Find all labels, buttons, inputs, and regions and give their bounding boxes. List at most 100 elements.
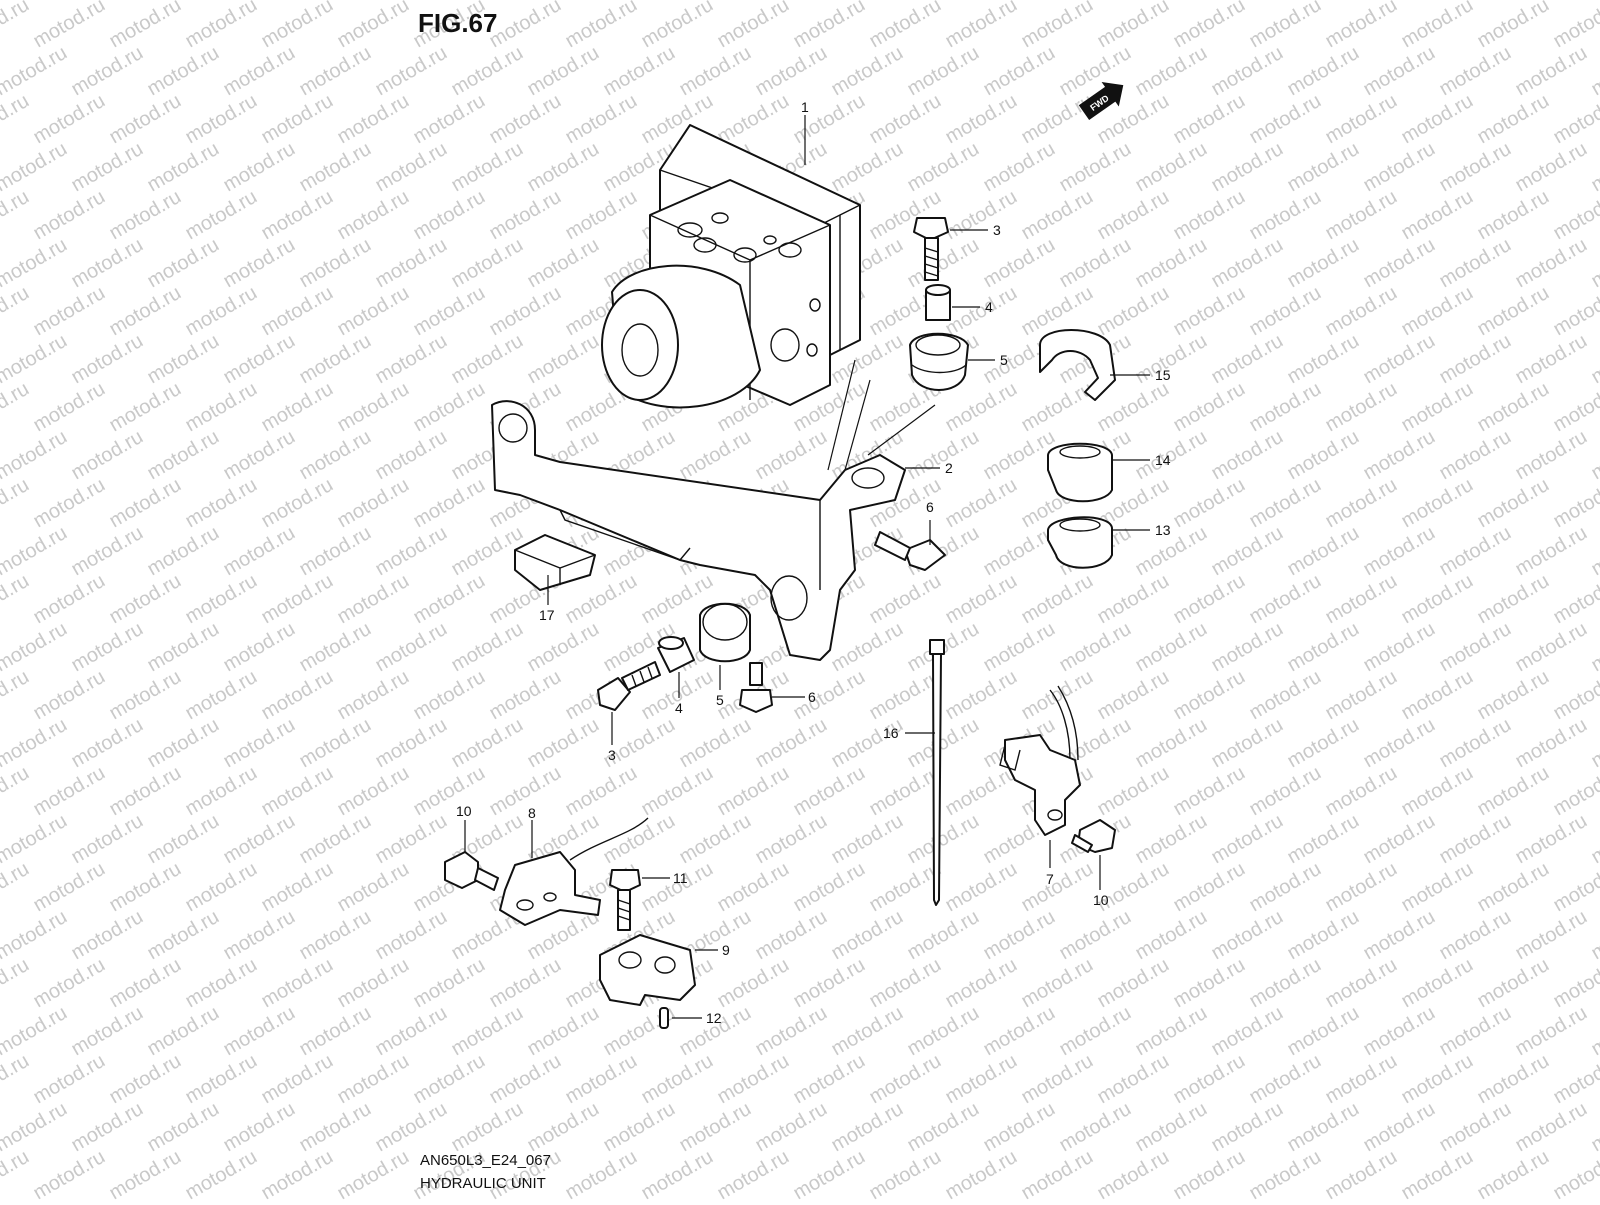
- watermark-text: motod.ru: [0, 0, 33, 52]
- watermark-text: motod.ru: [676, 42, 755, 101]
- watermark-text: motod.ru: [790, 954, 869, 1013]
- watermark-text: motod.ru: [372, 426, 451, 485]
- watermark-text: motod.ru: [182, 378, 261, 437]
- watermark-text: motod.ru: [486, 90, 565, 149]
- callout-7: 7: [1046, 871, 1054, 887]
- watermark-text: motod.ru: [0, 666, 33, 725]
- watermark-text: motod.ru: [334, 1146, 413, 1200]
- watermark-text: motod.ru: [1398, 954, 1477, 1013]
- watermark-text: motod.ru: [258, 282, 337, 341]
- watermark-text: motod.ru: [1170, 282, 1249, 341]
- watermark-text: motod.ru: [334, 186, 413, 245]
- watermark-text: motod.ru: [1018, 378, 1097, 437]
- watermark-text: motod.ru: [0, 954, 33, 1013]
- watermark-text: motod.ru: [1436, 1098, 1515, 1157]
- watermark-text: motod.ru: [30, 570, 109, 629]
- watermark-text: motod.ru: [334, 666, 413, 725]
- watermark-text: motod.ru: [1284, 714, 1363, 773]
- watermark-text: motod.ru: [1246, 666, 1325, 725]
- watermark-text: motod.ru: [410, 474, 489, 533]
- watermark-text: motod.ru: [1094, 762, 1173, 821]
- watermark-text: motod.ru: [1588, 1098, 1600, 1157]
- watermark-text: motod.ru: [220, 1002, 299, 1061]
- watermark-text: motod.ru: [562, 186, 641, 245]
- watermark-text: motod.ru: [68, 330, 147, 389]
- watermark-text: motod.ru: [866, 1050, 945, 1109]
- watermark-text: motod.ru: [1474, 282, 1553, 341]
- watermark-text: motod.ru: [638, 1146, 717, 1200]
- watermark-text: motod.ru: [144, 426, 223, 485]
- watermark-text: motod.ru: [904, 138, 983, 197]
- watermark-text: motod.ru: [562, 762, 641, 821]
- watermark-text: motod.ru: [68, 522, 147, 581]
- watermark-text: motod.ru: [144, 42, 223, 101]
- watermark-text: motod.ru: [714, 954, 793, 1013]
- watermark-text: motod.ru: [182, 186, 261, 245]
- watermark-text: motod.ru: [486, 186, 565, 245]
- callout-2: 2: [945, 460, 953, 476]
- figure-title: FIG.67: [418, 8, 497, 39]
- watermark-text: motod.ru: [258, 570, 337, 629]
- callout-5-lower: 5: [716, 692, 724, 708]
- watermark-text: motod.ru: [296, 138, 375, 197]
- watermark-text: motod.ru: [828, 618, 907, 677]
- watermark-text: motod.ru: [752, 810, 831, 869]
- watermark-text: motod.ru: [486, 762, 565, 821]
- watermark-text: motod.ru: [752, 714, 831, 773]
- watermark-text: motod.ru: [334, 282, 413, 341]
- watermark-text: motod.ru: [372, 522, 451, 581]
- watermark-text: motod.ru: [144, 330, 223, 389]
- watermark-text: motod.ru: [828, 714, 907, 773]
- watermark-text: motod.ru: [296, 810, 375, 869]
- callout-10-right: 10: [1093, 892, 1109, 908]
- watermark-text: motod.ru: [714, 0, 793, 52]
- watermark-text: motod.ru: [334, 570, 413, 629]
- watermark-text: motod.ru: [486, 1050, 565, 1109]
- watermark-text: motod.ru: [68, 1002, 147, 1061]
- watermark-text: motod.ru: [1512, 138, 1591, 197]
- watermark-text: motod.ru: [1436, 426, 1515, 485]
- watermark-text: motod.ru: [1132, 330, 1211, 389]
- watermark-text: motod.ru: [942, 762, 1021, 821]
- watermark-text: motod.ru: [372, 810, 451, 869]
- watermark-text: motod.ru: [0, 1098, 71, 1157]
- watermark-text: motod.ru: [144, 1098, 223, 1157]
- watermark-text: motod.ru: [258, 90, 337, 149]
- callout-11: 11: [673, 870, 688, 886]
- watermark-text: motod.ru: [1360, 714, 1439, 773]
- watermark-text: motod.ru: [106, 90, 185, 149]
- watermark-text: motod.ru: [0, 522, 71, 581]
- watermark-text: motod.ru: [1132, 810, 1211, 869]
- watermark-text: motod.ru: [1474, 762, 1553, 821]
- watermark-text: motod.ru: [1170, 378, 1249, 437]
- watermark-text: motod.ru: [1170, 1050, 1249, 1109]
- watermark-text: motod.ru: [1474, 90, 1553, 149]
- callout-8: 8: [528, 805, 536, 821]
- watermark-text: motod.ru: [980, 138, 1059, 197]
- watermark-text: motod.ru: [1132, 906, 1211, 965]
- watermark-text: motod.ru: [1208, 618, 1287, 677]
- callout-5-upper: 5: [1000, 352, 1008, 368]
- watermark-text: motod.ru: [1398, 570, 1477, 629]
- watermark-text: motod.ru: [1284, 810, 1363, 869]
- watermark-text: motod.ru: [1588, 810, 1600, 869]
- watermark-text: motod.ru: [372, 42, 451, 101]
- watermark-text: motod.ru: [1398, 762, 1477, 821]
- watermark-text: motod.ru: [1436, 810, 1515, 869]
- watermark-text: motod.ru: [1550, 282, 1600, 341]
- watermark-text: motod.ru: [1132, 426, 1211, 485]
- watermark-text: motod.ru: [106, 666, 185, 725]
- watermark-text: motod.ru: [1360, 42, 1439, 101]
- watermark-text: motod.ru: [1284, 330, 1363, 389]
- watermark-text: motod.ru: [524, 330, 603, 389]
- watermark-text: motod.ru: [220, 618, 299, 677]
- watermark-text: motod.ru: [790, 1050, 869, 1109]
- watermark-text: motod.ru: [0, 1002, 71, 1061]
- watermark-text: motod.ru: [904, 1002, 983, 1061]
- watermark-text: motod.ru: [410, 570, 489, 629]
- watermark-text: motod.ru: [68, 138, 147, 197]
- watermark-text: motod.ru: [1132, 618, 1211, 677]
- watermark-text: motod.ru: [182, 954, 261, 1013]
- watermark-text: motod.ru: [1398, 378, 1477, 437]
- watermark-text: motod.ru: [904, 810, 983, 869]
